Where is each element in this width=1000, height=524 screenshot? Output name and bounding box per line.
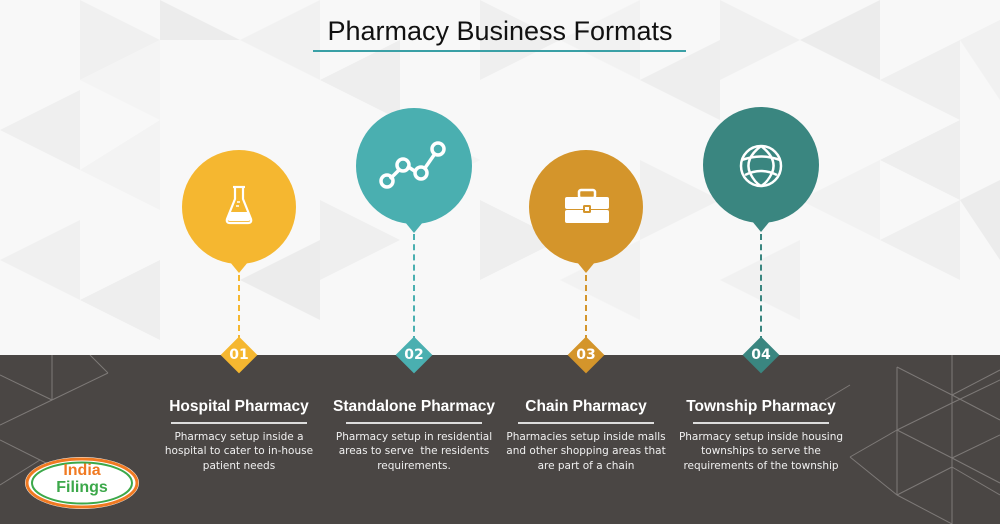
desc-line: requirements of the township [683,459,839,472]
card-description: Pharmacies setup inside malls and other … [501,430,671,474]
desc-line: hospital to cater to in-house [164,445,314,457]
card-description: Pharmacy setup in residential areas to s… [329,430,499,474]
connector-chain [585,275,587,341]
card-title: Township Pharmacy [686,398,836,415]
band-line-pattern [0,355,1000,524]
step-number-01: 01 [229,347,249,363]
card-township: Township Pharmacy Pharmacy setup inside … [676,398,846,473]
desc-line: Pharmacies setup inside malls [506,430,666,443]
logo-line-2: Filings [56,479,108,496]
connector-hospital [238,275,240,341]
page-title: Pharmacy Business Formats [327,16,673,46]
card-description: Pharmacy setup inside housing townships … [676,430,846,474]
line-graph-icon [379,141,446,189]
logo-line-1: India [63,462,101,479]
card-divider [346,422,482,424]
desc-line: are part of a chain [537,459,635,472]
desc-line: Pharmacy setup inside a [174,430,304,443]
pin-hospital [181,150,297,274]
step-number-04: 04 [751,347,771,363]
desc-line: areas to serve the residents [338,445,490,457]
pin-standalone [356,108,472,234]
title-underline [313,50,686,52]
card-standalone: Standalone Pharmacy Pharmacy setup in re… [329,398,499,473]
connector-standalone [413,234,415,342]
desc-line: patient needs [202,459,276,472]
card-title: Hospital Pharmacy [169,398,309,415]
indiafilings-logo: India Filings [24,456,140,510]
card-description: Pharmacy setup inside a hospital to cate… [154,430,324,474]
background-triangle-pattern [160,0,1000,320]
briefcase-icon [565,188,609,223]
globe-icon [739,144,783,188]
desc-line: townships to serve the [701,445,821,457]
card-divider [171,422,307,424]
connector-township [760,234,762,342]
dark-band [0,355,1000,524]
step-number-02: 02 [404,347,424,363]
pin-township [703,107,819,233]
step-number-03: 03 [576,347,596,363]
desc-line: requirements. [377,459,451,472]
flask-icon [225,185,253,225]
desc-line: Pharmacy setup inside housing [678,430,844,443]
card-divider [693,422,829,424]
card-hospital: Hospital Pharmacy Pharmacy setup inside … [154,398,324,473]
desc-line: Pharmacy setup in residential [335,430,493,443]
card-title: Standalone Pharmacy [333,398,495,415]
card-chain: Chain Pharmacy Pharmacies setup inside m… [501,398,671,473]
card-title: Chain Pharmacy [525,398,647,415]
desc-line: and other shopping areas that [506,445,666,457]
card-divider [518,422,654,424]
